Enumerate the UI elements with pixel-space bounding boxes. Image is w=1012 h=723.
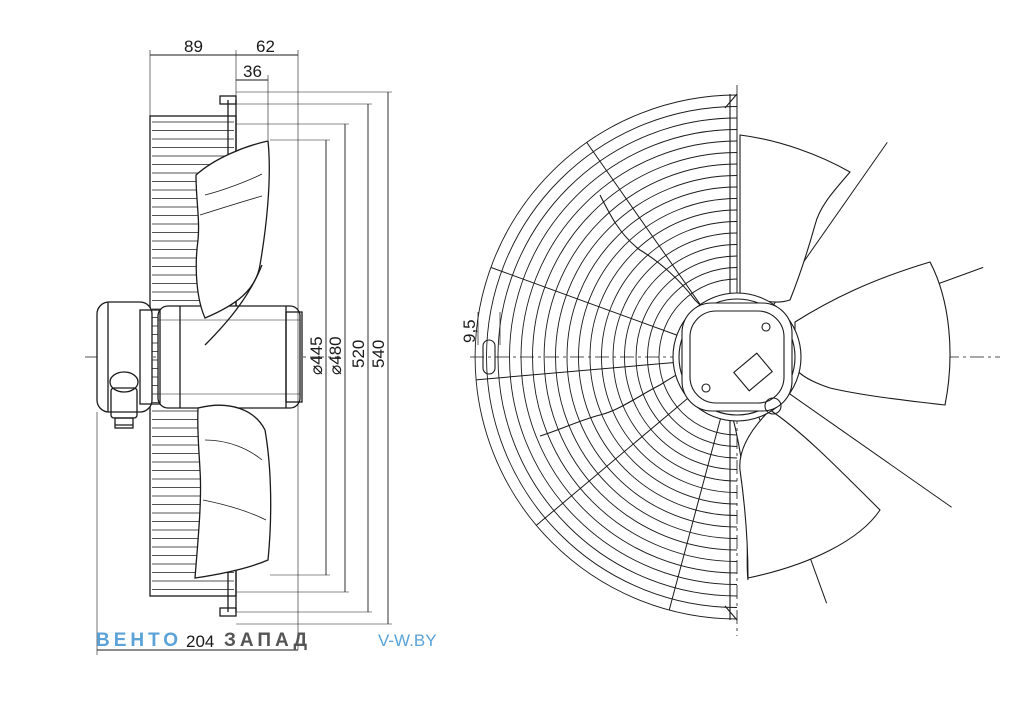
dim-204: 204 bbox=[186, 632, 214, 651]
dim-36: 36 bbox=[243, 62, 262, 81]
terminal-box bbox=[96, 301, 161, 429]
blade-right bbox=[794, 261, 951, 406]
front-view bbox=[470, 85, 1000, 636]
dim-diameter-445: ⌀445 bbox=[307, 336, 326, 375]
dim-89: 89 bbox=[184, 37, 203, 56]
watermark-url: V-W.BY bbox=[378, 631, 437, 650]
blade-bottom-right bbox=[739, 409, 881, 579]
blade-top-right bbox=[739, 134, 851, 303]
watermark-brand-part2: ЗАПАД bbox=[224, 630, 311, 651]
motor-hub bbox=[157, 305, 303, 409]
dim-540: 540 bbox=[369, 340, 388, 368]
lower-blade bbox=[194, 404, 272, 579]
watermark-brand-part1: ВЕНТО bbox=[96, 630, 183, 651]
guard-rings bbox=[474, 94, 738, 620]
dimension-lines bbox=[96, 50, 392, 655]
dim-slot-9-5: 9,5 bbox=[460, 319, 479, 343]
side-view bbox=[85, 50, 392, 655]
dim-diameter-480: ⌀480 bbox=[326, 336, 345, 375]
mounting-slot bbox=[477, 312, 501, 375]
upper-blade bbox=[195, 140, 270, 319]
dim-62: 62 bbox=[256, 37, 275, 56]
dim-520: 520 bbox=[349, 340, 368, 368]
